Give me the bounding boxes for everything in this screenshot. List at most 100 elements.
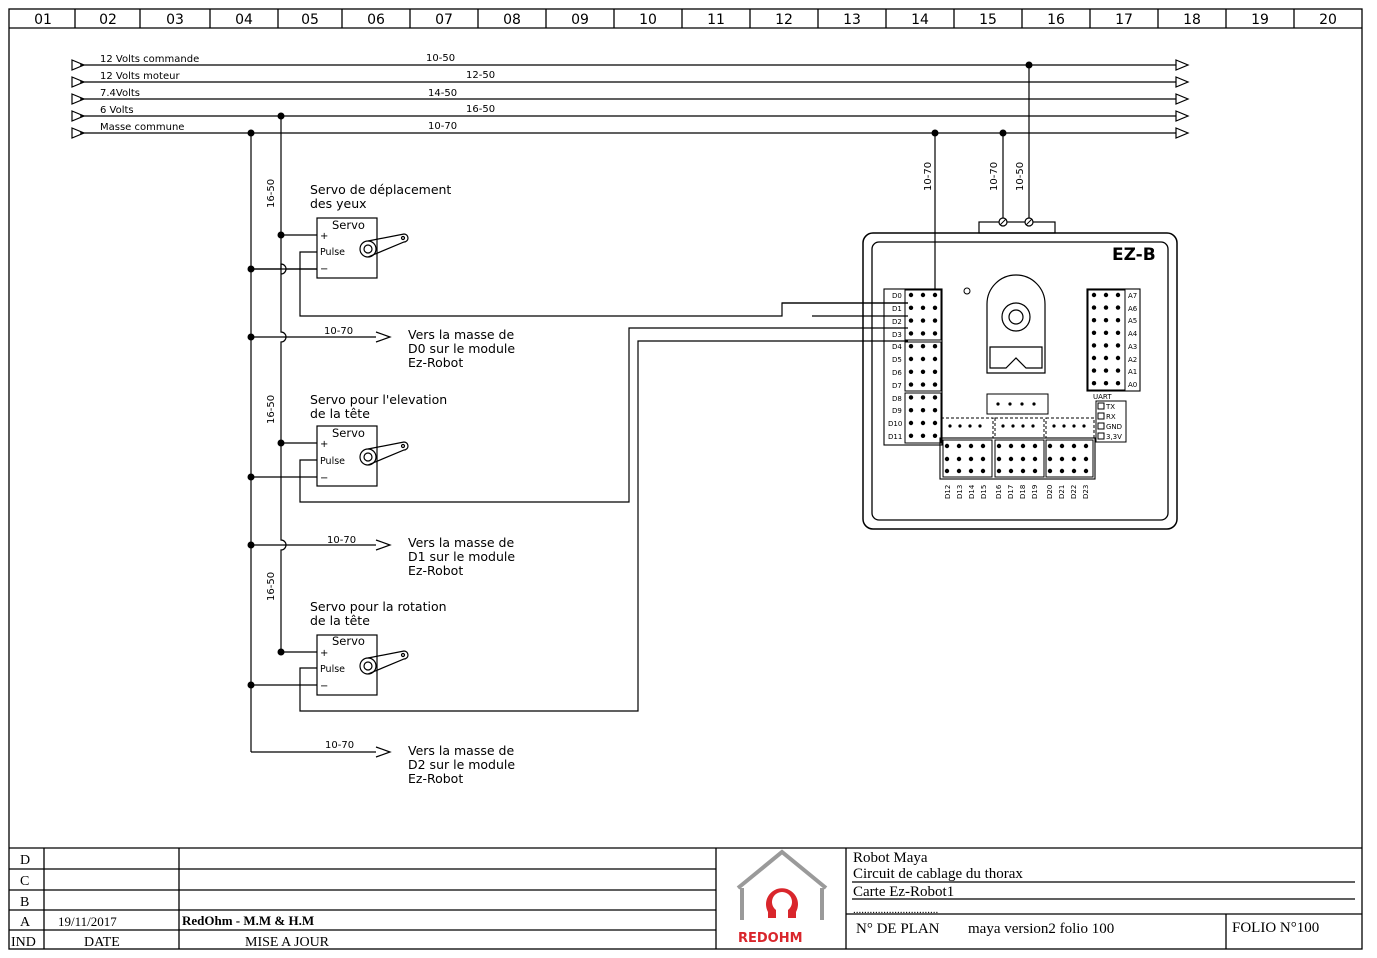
pin-dot <box>920 292 926 298</box>
pin-dot <box>996 456 1002 462</box>
board-name: Carte Ez-Robot1 <box>853 884 954 900</box>
column-number: 20 <box>1319 12 1337 28</box>
column-number: 16 <box>1047 12 1065 28</box>
ground-cable-ref: 10-70 <box>324 326 353 337</box>
ezb-board: EZ-B D0 D1 D2 D3 D4 D5 D6 D7 D8 D9 D10 D… <box>862 217 1178 530</box>
pin-dot <box>908 408 914 413</box>
plan-description: Circuit de cablage du thorax <box>853 866 1023 882</box>
pin-dot <box>920 356 926 362</box>
pin-label: A2 <box>1128 356 1137 364</box>
redohm-logo: REDOHM <box>736 849 828 946</box>
revision-date: 19/11/2017 <box>58 914 117 929</box>
plan-value: maya version2 folio 100 <box>968 921 1114 937</box>
pin-dot <box>932 395 938 400</box>
pin-dot <box>908 292 914 298</box>
servo-plus: + <box>320 648 328 659</box>
pin-label: A6 <box>1128 305 1138 313</box>
pin-dot <box>1071 443 1077 449</box>
servo-subtitle: des yeux <box>310 196 367 211</box>
pin-label: A5 <box>1128 317 1137 325</box>
pin-label: D10 <box>888 420 902 428</box>
revision-index: B <box>20 895 29 910</box>
pin-label: D22 <box>1070 485 1078 499</box>
pin-dot <box>968 443 974 449</box>
uart-pin-label: TX <box>1105 403 1115 411</box>
pin-dot <box>1032 443 1038 449</box>
pin-dot <box>908 305 914 310</box>
servo-title: Servo pour la rotation <box>310 599 447 614</box>
servo-plus: + <box>320 231 328 242</box>
servo-subtitle: de la tête <box>310 406 370 421</box>
servo-plus: + <box>320 439 328 450</box>
pin-label: D16 <box>995 484 1003 499</box>
pin-dot <box>944 443 950 449</box>
pin-dot <box>908 344 914 349</box>
pin-dot <box>980 456 986 462</box>
pin-dot <box>920 420 926 426</box>
column-number: 11 <box>707 12 725 28</box>
column-number: 06 <box>367 12 385 28</box>
pin-label: A0 <box>1128 381 1137 389</box>
pin-label: D6 <box>892 369 902 377</box>
column-number: 03 <box>166 12 184 28</box>
pin-dot <box>908 433 914 438</box>
bus-cable-ref: 14-50 <box>428 88 457 99</box>
power-buses <box>71 59 1190 139</box>
pin-dot <box>1103 343 1109 348</box>
ground-cable-ref: 10-70 <box>325 740 354 751</box>
ground-ref-line: Vers la masse de <box>408 327 514 342</box>
bus-label: 12 Volts moteur <box>100 71 180 82</box>
pin-dot <box>1115 355 1121 361</box>
ground-ref-line: D0 sur le module <box>408 341 515 356</box>
ground-ref-line: Vers la masse de <box>408 743 514 758</box>
pin-dot <box>1091 318 1097 323</box>
pin-dot <box>1115 318 1121 323</box>
pin-dot <box>932 305 938 310</box>
servo-box <box>316 425 378 487</box>
pin-dot <box>1020 456 1026 462</box>
pin-dot <box>968 468 974 474</box>
board-cable-ref: 10-70 <box>989 162 1000 191</box>
pin-dot <box>1047 468 1053 474</box>
column-header: 01 02 03 04 05 06 07 08 09 10 11 12 13 1… <box>34 12 1337 28</box>
plan-label: N° DE PLAN <box>856 921 940 937</box>
revision-index: A <box>20 915 31 930</box>
bottom-pin-labels: D12 D13 D14 D15 D16 D17 D18 D19 D20 D21 … <box>944 484 1090 499</box>
servo-box-label: Servo <box>332 634 365 648</box>
pin-dot <box>956 456 962 462</box>
pin-dot <box>1103 368 1109 373</box>
pin-label: A3 <box>1128 343 1137 351</box>
ground-ref-line: Ez-Robot <box>408 355 463 370</box>
pin-dot <box>1103 292 1109 298</box>
dots-line: ............................... <box>853 904 939 916</box>
pin-dot <box>908 369 914 374</box>
bus-label: 12 Volts commande <box>100 54 199 65</box>
pin-dot <box>1103 355 1109 361</box>
column-number: 19 <box>1251 12 1269 28</box>
pin-dot <box>1047 443 1053 449</box>
pin-dot <box>1032 456 1038 462</box>
pin-dot <box>1083 468 1089 474</box>
pin-label: D11 <box>888 433 902 441</box>
pin-dot <box>1059 456 1065 462</box>
pin-dot <box>980 468 986 474</box>
revision-index: C <box>20 874 29 889</box>
pin-dot <box>1059 443 1065 449</box>
pin-dot <box>1091 343 1097 348</box>
pin-dot <box>1103 381 1109 386</box>
column-number: 18 <box>1183 12 1201 28</box>
servo-block: Servo de déplacement des yeux Servo + Pu… <box>310 182 451 279</box>
servo-title: Servo de déplacement <box>310 182 451 197</box>
pin-dot <box>1091 305 1097 310</box>
pin-label: D3 <box>892 331 902 339</box>
pin-dot <box>1047 456 1053 462</box>
pin-dot <box>1008 468 1014 474</box>
pin-dot <box>1008 443 1014 449</box>
uart-pin-label: RX <box>1106 413 1116 421</box>
pin-label: D4 <box>892 343 902 351</box>
pin-dot <box>1103 318 1109 323</box>
board-cable-ref: 10-70 <box>923 162 934 191</box>
pin-dot <box>1115 305 1121 310</box>
pin-dot <box>1020 468 1026 474</box>
servo-block: Servo pour la rotation de la tête Servo … <box>310 599 447 696</box>
